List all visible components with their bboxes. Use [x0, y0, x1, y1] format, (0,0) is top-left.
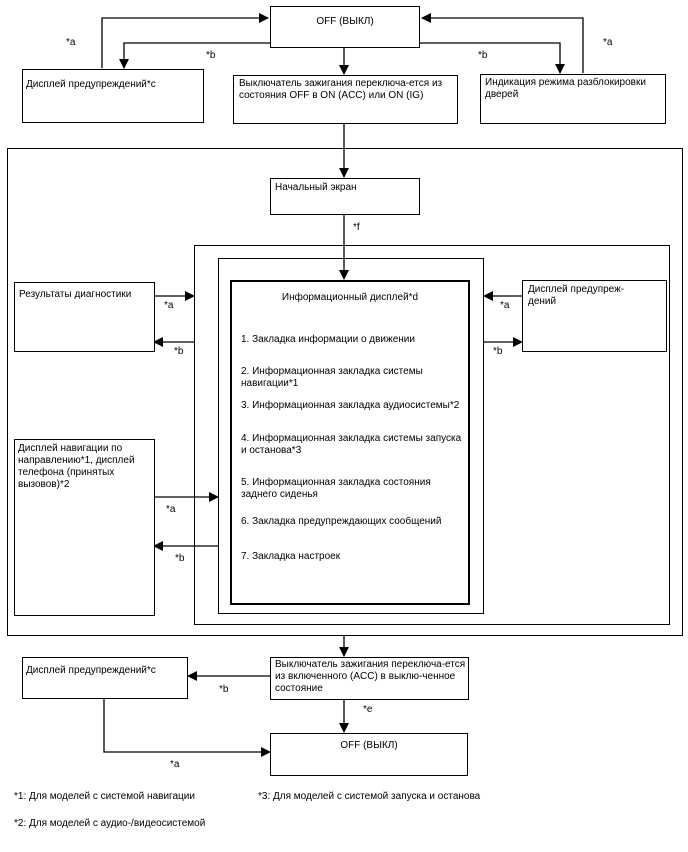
info-display-box: Информационный дисплей*d 1. Закладка инф…: [230, 280, 470, 605]
edge-label-e: *e: [363, 704, 373, 715]
diagnostics-label: Результаты диагностики: [19, 289, 132, 300]
tab-item-5: 5. Информационная закладка состояния зад…: [241, 477, 431, 500]
edge-label-b-bottom: *b: [219, 684, 229, 695]
info-display-title: Информационный дисплей*d: [281, 292, 419, 303]
tab-item-4: 4. Информационная закладка системы запус…: [241, 433, 462, 456]
nav-phone-label: Дисплей навигации по направлению*1, дисп…: [18, 443, 135, 490]
edge-label-b2: *b: [478, 50, 488, 61]
ignition-off-label: Выключатель зажигания переключа-ется из …: [275, 659, 466, 694]
edge-label-a-diag: *a: [164, 300, 174, 311]
edge-label-a-warnr: *a: [500, 300, 510, 311]
off-top-box: OFF (ВЫКЛ): [270, 6, 420, 48]
start-screen-box: Начальный экран: [270, 178, 420, 215]
arrow-warn-to-offbottom: [103, 699, 271, 757]
ignition-on-box: Выключатель зажигания переключа-ется из …: [233, 75, 458, 124]
main-frame: [7, 148, 683, 636]
warning-display-top-label: Дисплей предупреждений*c: [26, 79, 156, 90]
ignition-on-label: Выключатель зажигания переключа-ется из …: [239, 78, 443, 101]
edge-label-a-bottom: *a: [170, 759, 180, 770]
footnote-2: *2: Для моделей с аудио-/видеосистемой: [14, 818, 206, 829]
warning-display-right-label: Дисплей предупреж-дений: [528, 284, 625, 307]
edge-label-b1: *b: [206, 50, 216, 61]
diagnostics-box: Результаты диагностики: [14, 282, 155, 352]
arrow-off-to-warn: [119, 42, 270, 69]
warning-display-bottom-label: Дисплей предупреждений*c: [26, 665, 156, 676]
footnote-1: *1: Для моделей с системой навигации: [14, 791, 195, 802]
edge-label-b-diag: *b: [174, 346, 184, 357]
edge-label-a1: *a: [66, 37, 76, 48]
arrow-warn-to-off: [101, 13, 269, 68]
start-screen-label: Начальный экран: [275, 182, 357, 193]
tab-item-7: 7. Закладка настроек: [241, 551, 341, 562]
edge-label-b-nav: *b: [175, 553, 185, 564]
tab-item-6: 6. Закладка предупреждающих сообщений: [241, 516, 442, 527]
arrow-unlock-to-off: [421, 13, 584, 73]
off-top-label: OFF (ВЫКЛ): [316, 16, 374, 27]
off-bottom-box: OFF (ВЫКЛ): [270, 733, 468, 776]
edge-label-a2: *a: [603, 37, 613, 48]
nav-phone-box: Дисплей навигации по направлению*1, дисп…: [14, 439, 155, 616]
tab-item-1: 1. Закладка информации о движении: [241, 334, 415, 345]
warning-display-right-box: Дисплей предупреж-дений: [522, 280, 667, 352]
warning-display-top-box: Дисплей предупреждений*c: [22, 69, 204, 123]
unlock-mode-label: Индикация режима разблокировки дверей: [485, 77, 646, 100]
tab-item-2: 2. Информационная закладка системы навиг…: [241, 366, 423, 389]
info-outer-frame: [218, 258, 484, 614]
unlock-mode-box: Индикация режима разблокировки дверей: [480, 74, 666, 124]
edge-label-b-warnr: *b: [493, 346, 503, 357]
off-bottom-label: OFF (ВЫКЛ): [340, 740, 398, 751]
arrow-off-to-unlock: [420, 42, 565, 74]
edge-label-a-nav: *a: [166, 504, 176, 515]
display-group-frame: [194, 245, 670, 625]
ignition-off-box: Выключатель зажигания переключа-ется из …: [270, 657, 469, 700]
warning-display-bottom-box: Дисплей предупреждений*c: [22, 657, 188, 699]
tab-item-3: 3. Информационная закладка аудиосистемы*…: [241, 400, 460, 411]
edge-label-f: *f: [353, 222, 360, 233]
footnote-3: *3: Для моделей с системой запуска и ост…: [258, 791, 481, 802]
